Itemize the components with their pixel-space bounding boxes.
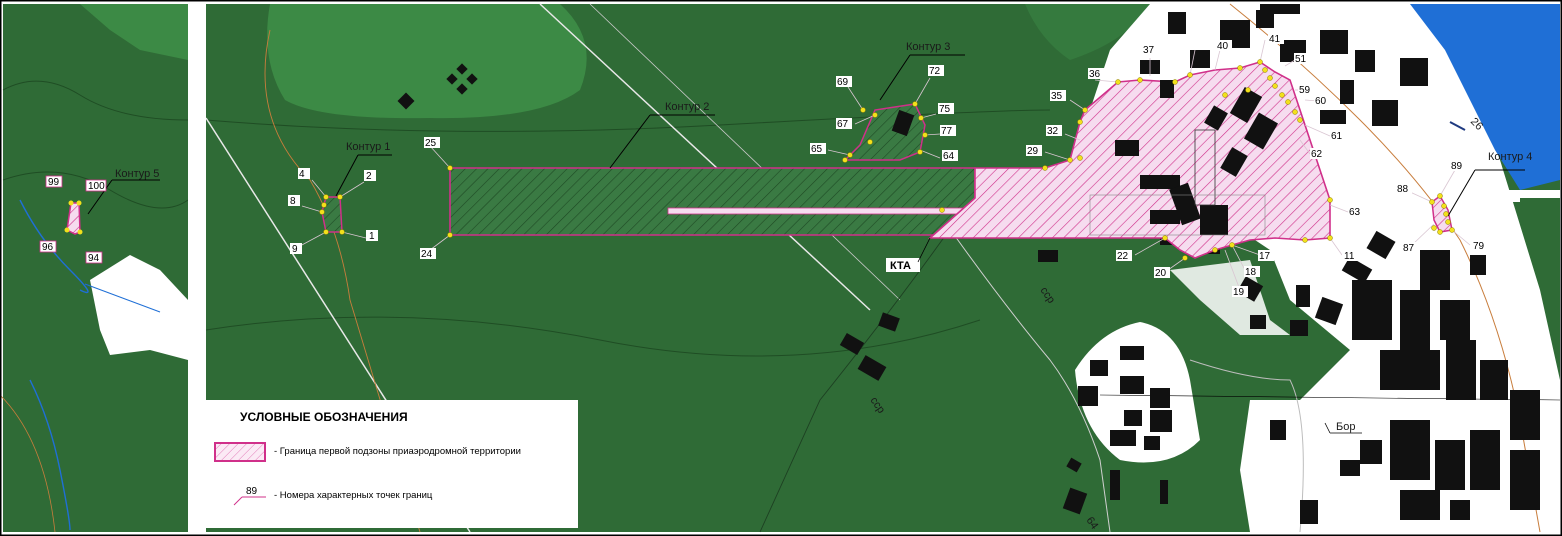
svg-text:1: 1 — [369, 231, 375, 242]
road-grey-3 — [1189, 359, 1304, 533]
svg-text:77: 77 — [941, 126, 953, 137]
svg-text:24: 24 — [421, 249, 433, 260]
bor-label: Бор — [1336, 421, 1355, 433]
kontur2-strip — [449, 167, 976, 236]
svg-text:79: 79 — [1473, 241, 1485, 252]
river — [1410, 4, 1560, 190]
kontur5-label: Контур 5 — [115, 168, 159, 180]
svg-text:87: 87 — [1403, 243, 1415, 254]
panel-divider — [188, 4, 206, 532]
kta-box — [886, 258, 920, 272]
svg-text:51: 51 — [1295, 54, 1307, 65]
road-orange-1 — [264, 29, 421, 533]
svg-text:88: 88 — [1397, 184, 1409, 195]
legend: УСЛОВНЫЕ ОБОЗНАЧЕНИЯ - Граница первой по… — [206, 400, 578, 528]
svg-text:18: 18 — [1245, 267, 1257, 278]
point-label-94: 94 — [88, 253, 100, 264]
legend-boundary-text: - Граница первой подзоны приаэродромной … — [274, 446, 521, 457]
legend-point-text: - Номера характерных точек границ — [274, 490, 433, 501]
svg-text:2: 2 — [366, 171, 372, 182]
inset-panel-left: Контур 5 99 100 96 94 — [0, 4, 189, 533]
inset-contour-line — [2, 171, 189, 209]
road-label-64: 64 — [1084, 515, 1101, 532]
svg-text:89: 89 — [246, 486, 258, 497]
inset-builtup-area — [90, 255, 188, 360]
inset-stream — [29, 379, 71, 531]
kontur5-point-99 — [68, 200, 74, 206]
building — [397, 92, 415, 110]
svg-text:32: 32 — [1047, 126, 1059, 137]
characteristic-points — [319, 59, 1455, 261]
svg-text:4: 4 — [299, 169, 305, 180]
runway-diagonal-2 — [539, 3, 871, 311]
svg-text:29: 29 — [1027, 146, 1039, 157]
svg-text:22: 22 — [1117, 251, 1129, 262]
svg-text:64: 64 — [943, 151, 955, 162]
light-forest-patch — [267, 4, 587, 119]
svg-text:69: 69 — [837, 77, 849, 88]
legend-point-symbol: 89 — [233, 486, 266, 506]
kontur5-point-100 — [76, 200, 82, 206]
svg-text:65: 65 — [811, 144, 823, 155]
light-forest-right — [1025, 4, 1150, 60]
main-map-panel: 26 сср сср 64 — [205, 3, 1561, 533]
svg-text:61: 61 — [1331, 131, 1343, 142]
point-label-99: 99 — [48, 177, 60, 188]
pier — [1460, 190, 1520, 202]
svg-text:63: 63 — [1349, 207, 1361, 218]
kontur1-label: Контур 1 — [346, 141, 390, 153]
inset-road — [0, 394, 56, 533]
kontur5-point-94 — [77, 229, 83, 235]
svg-text:8: 8 — [290, 196, 296, 207]
legend-row-points: 89 - Номера характерных точек границ — [214, 484, 574, 508]
svg-text:20: 20 — [1155, 268, 1167, 279]
svg-text:59: 59 — [1299, 85, 1311, 96]
point-labels: 4 2 8 9 1 25 24 69 72 75 67 77 65 64 37 … — [288, 33, 1488, 298]
town-area-se — [1240, 400, 1330, 532]
svg-text:72: 72 — [929, 66, 941, 77]
legend-row-boundary: - Граница первой подзоны приаэродромной … — [214, 440, 574, 464]
kontur2-label: Контур 2 — [665, 101, 709, 113]
kontur4-label: Контур 4 — [1488, 151, 1532, 163]
inset-river — [19, 199, 89, 294]
kta-label: КТА — [890, 260, 911, 272]
kontur3-label: Контур 3 — [906, 41, 950, 53]
svg-text:40: 40 — [1217, 41, 1229, 52]
road-grey-1 — [939, 214, 1111, 533]
legend-title: УСЛОВНЫЕ ОБОЗНАЧЕНИЯ — [240, 410, 408, 424]
point-label-96: 96 — [42, 242, 54, 253]
svg-text:62: 62 — [1311, 149, 1323, 160]
kontur5-point-96 — [64, 227, 70, 233]
svg-text:9: 9 — [292, 244, 298, 255]
legend-boundary-swatch — [214, 442, 266, 462]
kontur1-boundary — [321, 196, 343, 233]
svg-text:17: 17 — [1259, 251, 1271, 262]
svg-text:19: 19 — [1233, 287, 1245, 298]
svg-text:11: 11 — [1344, 251, 1355, 262]
svg-text:35: 35 — [1051, 91, 1063, 102]
svg-text:75: 75 — [939, 104, 951, 115]
svg-text:41: 41 — [1269, 34, 1281, 45]
inset-blue-line — [84, 283, 161, 313]
inset-dark-ridge — [2, 80, 189, 121]
point-label-100: 100 — [88, 181, 105, 192]
svg-text:89: 89 — [1451, 161, 1463, 172]
inset-light-forest — [80, 4, 188, 60]
svg-text:67: 67 — [837, 119, 849, 130]
svg-text:25: 25 — [425, 138, 437, 149]
svg-text:37: 37 — [1143, 45, 1155, 56]
airport-buildings-over-zone — [1115, 80, 1279, 235]
svg-text:36: 36 — [1089, 69, 1101, 80]
svg-text:60: 60 — [1315, 96, 1327, 107]
